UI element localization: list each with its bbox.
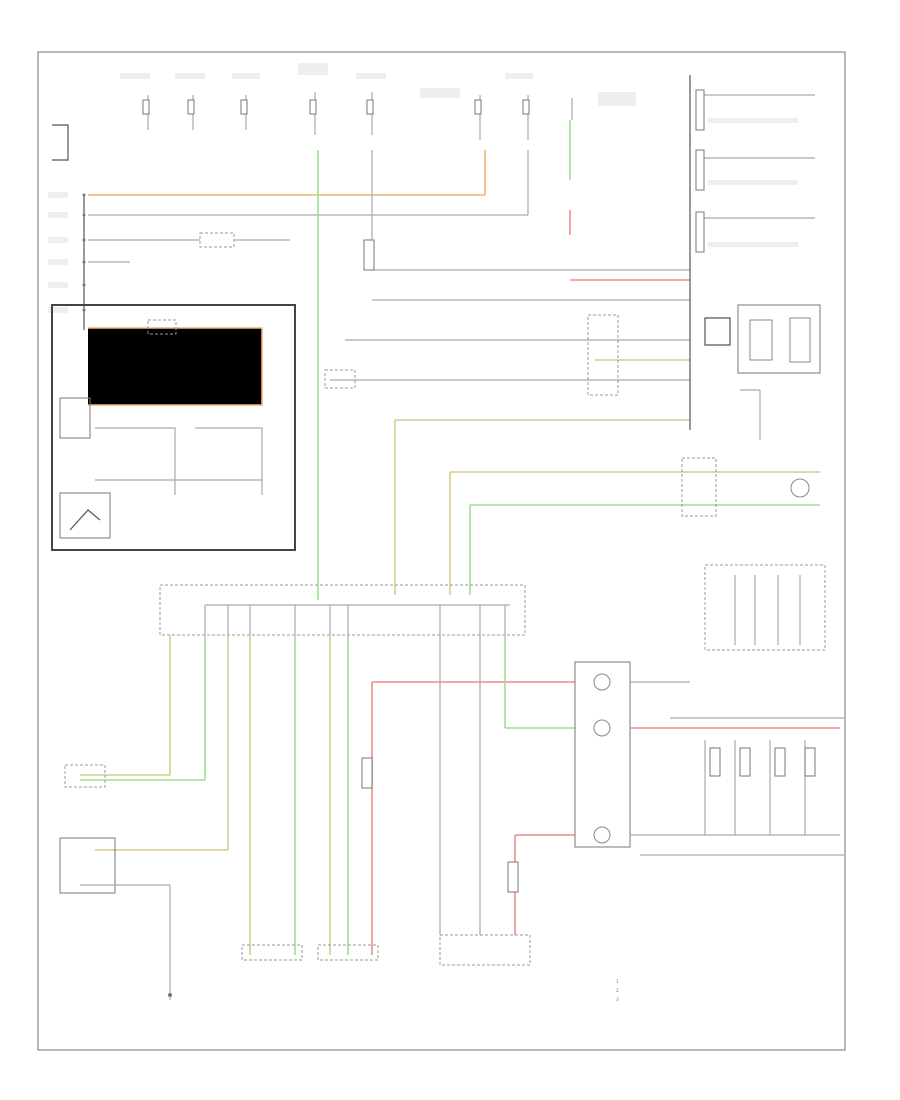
right-switch-group: [695, 89, 815, 253]
combination-meter-box: [51, 304, 296, 551]
transmission-connector: [241, 944, 303, 961]
module-pins: [204, 605, 506, 635]
main-control-module: [159, 584, 526, 636]
cruise-connector: [317, 944, 379, 961]
left-connector-block: [48, 124, 86, 330]
diagram-border: [37, 51, 846, 1051]
legend-marker-1: 1: [616, 979, 619, 984]
legend: 1 2 3: [616, 979, 619, 1002]
legend-marker-3: 3: [616, 997, 619, 1002]
steering-switch-group: [704, 564, 826, 835]
legend-marker-2: 2: [616, 988, 619, 993]
spiral-cable: [574, 661, 631, 848]
bottom-right-connector: [439, 934, 531, 966]
power-source-group: [120, 63, 636, 140]
